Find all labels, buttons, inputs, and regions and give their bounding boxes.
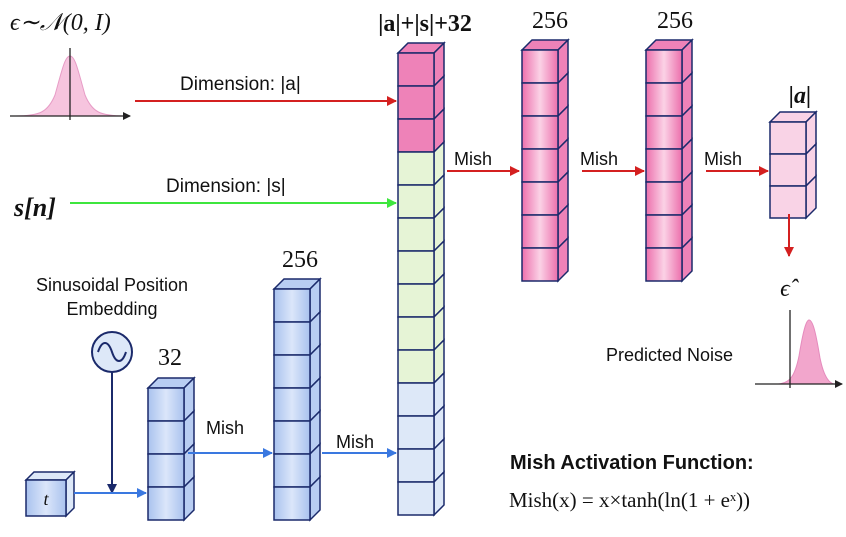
- pos-emb-label-line2: Embedding: [66, 299, 157, 319]
- noise-gaussian-plot: [10, 48, 131, 120]
- state-label: s[n]: [13, 193, 56, 222]
- concat-size-label: |a|+|s|+32: [378, 11, 472, 37]
- dim-s-label: Dimension: |s|: [166, 176, 286, 197]
- predicted-noise-label: Predicted Noise: [606, 345, 733, 365]
- sine-wave-icon: [91, 331, 133, 373]
- timestep-input-box: [24, 470, 76, 518]
- hidden-256-a-block: [520, 38, 570, 283]
- noise-formula-label: ϵ∼𝒩(0, I): [10, 10, 111, 36]
- pos-emb-label-line1: Sinusoidal Position: [36, 275, 188, 295]
- size-256-a-label: 256: [532, 8, 568, 34]
- mish-label-5: Mish: [704, 149, 742, 169]
- layer-blocks: [146, 38, 818, 522]
- mish-label-1: Mish: [206, 418, 244, 438]
- concat-block: [396, 41, 446, 517]
- embed-32-block: [146, 376, 196, 522]
- size-32-label: 32: [158, 345, 182, 371]
- output-block: [768, 110, 818, 220]
- mish-label-4: Mish: [580, 149, 618, 169]
- size-256-b-label: 256: [657, 8, 693, 34]
- mish-label-3: Mish: [454, 149, 492, 169]
- mish-function-formula: Mish(x) = x×tanh(ln(1 + eˣ)): [509, 488, 750, 512]
- embedding-arrowhead: [107, 484, 117, 494]
- mish-function-title: Mish Activation Function:: [510, 452, 754, 474]
- dim-a-label: Dimension: |a|: [180, 74, 301, 95]
- mish-label-2: Mish: [336, 432, 374, 452]
- size-256-small-label: 256: [282, 247, 318, 273]
- hidden-256-b-block: [644, 38, 694, 283]
- embed-256-block: [272, 277, 322, 522]
- predicted-noise-gaussian-plot: [755, 310, 843, 388]
- t-label: t: [43, 489, 49, 509]
- eps-hat-label: ϵ̂: [780, 276, 799, 302]
- out-size-label: |a|: [789, 83, 812, 109]
